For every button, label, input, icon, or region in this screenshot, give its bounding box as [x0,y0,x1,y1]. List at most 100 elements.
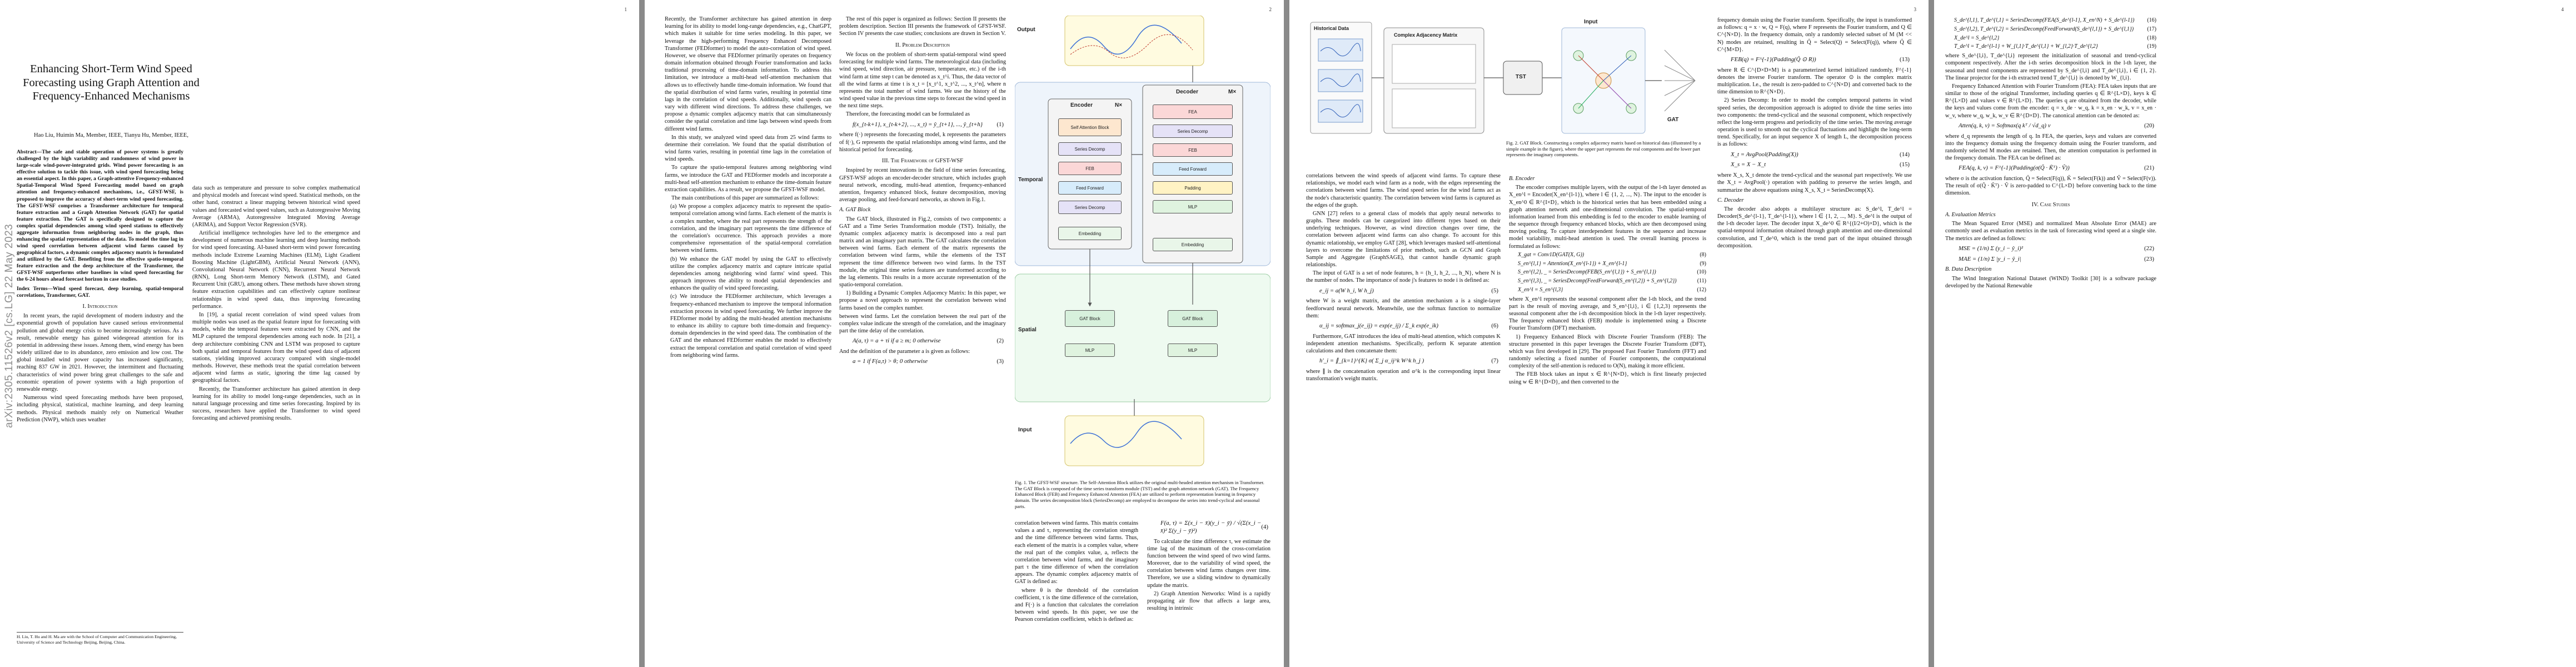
page-number: 1 [624,7,627,12]
equation: X_gat = Conv1D(GAT(X, G))(8) [1518,251,1706,258]
footnote: H. Liu, T. Hu and H. Ma are with the Sch… [17,632,183,645]
gat-block-decoder: GAT Block [1168,310,1218,327]
paragraph: Furthermore, GAT introduces the idea of … [1306,333,1501,355]
subsection-heading: C. Decoder [1717,197,1744,203]
paragraph: Frequency Enhanced Attention with Fourie… [1945,83,2156,119]
paragraph: where X_s, X_t denote the trend-cyclical… [1717,172,1912,193]
paragraph: where ∥ is the concatenation operation a… [1306,369,1501,382]
equation: MAE = (1/n) Σ |y_i − ŷ_i|(23) [1959,255,2154,262]
paragraph: where σ is the activation function, Q̃ =… [1945,176,2156,197]
complex-adjacency-label: Complex Adjacency Matrix [1394,32,1458,38]
equation: X_de^l = S_de^{l,2}(18) [1954,34,2156,41]
page-2-column-1: Recently, the Transformer architecture h… [665,16,831,644]
encoder-repeat-label: N× [1115,102,1123,108]
equation: FEB(q) = F^{-1}(Padding(Q̃ ⊙ R))(13) [1731,56,1910,63]
figure-1-caption: Fig. 1. The GFST-WSF structure. The Self… [1015,480,1264,509]
page-number: 4 [2561,7,2564,12]
equation: X_s = X − X_t(15) [1731,161,1910,168]
paragraph: where S_de^{l,i}, T_de^{l,i} represent t… [1945,53,2156,81]
section-heading: III. The Framework of GFST-WSF [881,157,964,164]
decoder-label: Decoder [1176,89,1199,95]
decoder-equations: S_de^{l,1}, T_de^{l,1} = SeriesDecomp(FE… [1954,17,2156,51]
equation: X_t = AvgPool(Padding(X))(14) [1731,151,1910,158]
encoder-series-decomp-block: Series Decomp [1058,142,1122,156]
gat-label: GAT [1667,117,1679,123]
paragraph: To capture the spatio-temporal features … [665,165,831,193]
paragraph: where R ∈ C^{D×D×M} is a parameterized k… [1717,67,1912,96]
tst-label: TST [1516,74,1526,80]
subsection-heading: B. Data Description [1945,266,1992,273]
paragraph: data such as temperature and pressure to… [192,185,360,228]
decoder-feed-forward-block: Feed Forward [1153,162,1233,176]
paragraph: The main contributions of this paper are… [671,195,819,202]
equation: S_en^{l,3}, _ = SeriesDecomp(FeedForward… [1518,278,1706,285]
equation: F(a, τ) = Σ(x_i − x̄)(y_i − ȳ) / √(Σ(x_i… [1160,520,1268,534]
section-heading: I. Introduction [82,303,118,310]
equation: A(a, τ) = a + τi if a ≥ m; 0 otherwise(2… [853,337,1004,345]
equation: S_de^{l,2}, T_de^{l,2} = SeriesDecomp(Fe… [1954,26,2156,32]
paragraph: The GAT block, illustrated in Fig.2, con… [839,216,1006,288]
paragraph: correlations between the wind speeds of … [1306,173,1501,208]
decoder-mlp-block: MLP [1153,200,1233,213]
subsection-heading: A. Evaluation Metrics [1945,212,1996,218]
paragraph: The rest of this paper is organized as f… [839,16,1006,37]
paragraph: between wind farms. Let the correlation … [839,313,1006,335]
paragraph: The encoder comprises multiple layers, w… [1509,185,1706,250]
paragraph: frequency domain using the Fourier trans… [1717,17,1912,53]
list-item: (b) We enhance the GAT model by using th… [670,256,831,292]
decoder-feb-block: FEB [1153,143,1233,157]
paragraph: Recently, the Transformer architecture h… [665,16,831,132]
paragraph: And the definition of the parameter a is… [839,349,970,355]
equation: MSE = (1/n) Σ (y_i − ŷ_i)²(22) [1959,245,2154,252]
equation: X_en^l = S_en^{l,3}(12) [1518,286,1706,293]
output-label: Output [1017,27,1035,33]
equation: h'_i = ∥_{k=1}^{K} σ( Σ_j α_ij^k W^k h_j… [1319,357,1498,365]
equation: f(x_{t-k+1}, x_{t-k+2}, ..., x_t) = ŷ_{t… [853,121,1004,128]
paragraph: To calculate the time difference τ, we e… [1147,538,1270,589]
gat-block-encoder: GAT Block [1065,310,1115,327]
equation: Atten(q, k, v) = Softmax(q kᵀ / √d_q) v(… [1959,122,2154,129]
section-heading: II. Problem Description [895,42,950,48]
equation: e_ij = a(W h_i, W h_j)(5) [1319,287,1498,294]
paragraph: where f(·) represents the forecasting mo… [839,132,1006,153]
temporal-label: Temporal [1018,177,1043,183]
paragraph: GNN [27] refers to a general class of mo… [1306,210,1501,268]
paragraph: where W is a weight matrix, and the atte… [1306,298,1501,319]
paper-title: Enhancing Short-Term Wind Speed Forecast… [23,63,200,103]
figure-2: Historical Data Complex Adjacency Matrix… [1306,17,1706,167]
page-2-column-3: correlation between wind farms. This mat… [1015,520,1270,648]
encoder-equations: X_gat = Conv1D(GAT(X, G))(8) S_en^{l,1} … [1518,252,1706,294]
subsection-heading: B. Encoder [1509,176,1535,182]
decoder-fea-block: FEA [1153,104,1233,119]
spatial-label: Spatial [1018,327,1037,333]
paragraph: We focus on the problem of short-term sp… [839,52,1006,109]
equation: a = 1 if F(a,τ) > θ; 0 otherwise(3) [853,358,1004,365]
paragraph: 1) Building a Dynamic Complex Adjacency … [839,290,1006,311]
page-number: 3 [1914,7,1917,12]
subsection-heading: A. GAT Block [839,207,871,213]
paragraph: Therefore, the forecasting model can be … [846,111,970,118]
encoder-label: Encoder [1070,102,1093,108]
page-4: 4 S_de^{l,1}, T_de^{l,1} = SeriesDecomp(… [1934,0,2576,667]
page-2: 2 Recently, the Transformer architecture… [645,0,1284,667]
paragraph: The FEB block takes an input x ∈ R^{N×D}… [1509,371,1706,385]
list-item: (a) We propose a complex adjacency matri… [670,203,831,254]
section-heading: IV. Case Studies [2031,201,2070,208]
encoder-self-attention-block: Self Attention Block [1058,118,1122,136]
paragraph: The decoder also adopts a multilayer str… [1717,206,1912,249]
arxiv-stamp: arXiv:2305.11526v2 [cs.LG] 22 May 2023 [3,223,15,428]
page-number: 2 [1269,7,1272,12]
paragraph: 1) Frequency Enhanced Block with Discret… [1509,334,1706,370]
page-1-column-1: Abstract—The safe and stable operation o… [17,149,183,638]
page-3-column-3: frequency domain using the Fourier trans… [1717,17,1912,645]
paragraph: where X_en^l represents the seasonal com… [1509,296,1706,332]
paragraph: 2) Graph Attention Networks: Wind is a r… [1147,590,1270,612]
equation: S_de^{l,1}, T_de^{l,1} = SeriesDecomp(FE… [1954,17,2156,23]
figure-2-caption: Fig. 2. GAT Block. Constructing a comple… [1506,140,1701,158]
paragraph: In this study, we analyzed wind speed da… [665,134,831,163]
paper-authors: Hao Liu, Huimin Ma, Member, IEEE, Tianyu… [34,132,188,138]
paragraph: The Mean Squared Error (MSE) and normali… [1945,221,2156,242]
paragraph: The input of GAT is a set of node featur… [1306,270,1501,284]
input-label: Input [1018,427,1032,433]
page-4-column-1: S_de^{l,1}, T_de^{l,1} = SeriesDecomp(FE… [1945,16,2156,649]
